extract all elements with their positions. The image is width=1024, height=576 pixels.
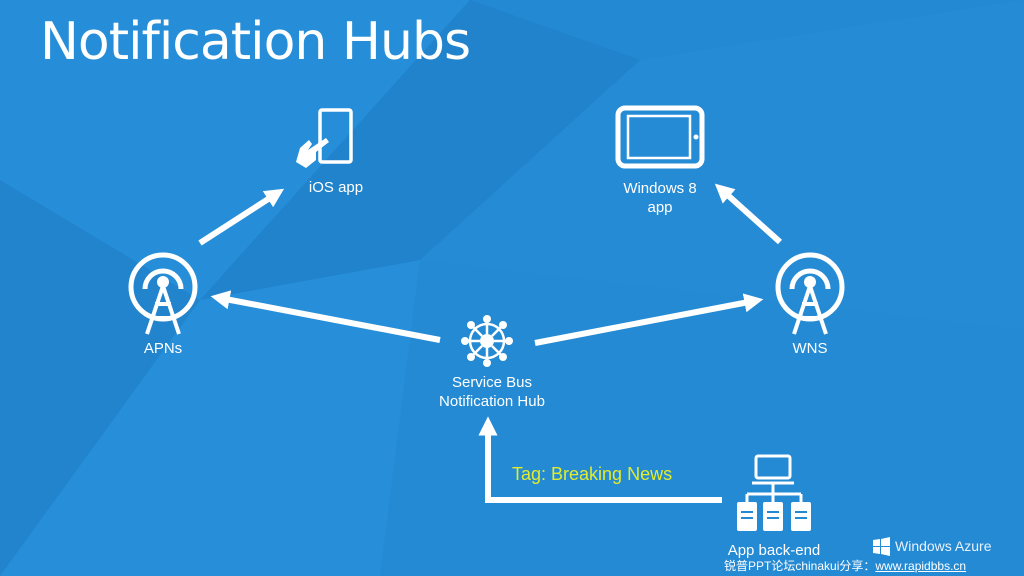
- arrow-hub-to-wns: [534, 293, 764, 346]
- wns-label: WNS: [792, 340, 828, 357]
- tablet-icon: [615, 105, 705, 169]
- arrows: [198, 183, 783, 503]
- hub-label-line2: Notification Hub: [439, 393, 545, 410]
- server-network-icon: [737, 454, 811, 531]
- windows-logo-icon: [873, 537, 890, 556]
- tag-label: Tag: Breaking News: [512, 464, 673, 484]
- backend-label: App back-end: [727, 542, 821, 559]
- win8-app-label: Windows 8 app: [600, 179, 720, 217]
- ios-app-label: iOS app: [308, 179, 364, 196]
- credit-text: 锐普PPT论坛chinakui分享：: [724, 559, 876, 573]
- brand-text: Windows Azure: [895, 538, 992, 554]
- hub-label-line1: Service Bus: [451, 374, 533, 391]
- credit-line: 锐普PPT论坛chinakui分享：www.rapidbbs.cn: [724, 557, 1020, 574]
- apns-tower-icon: [128, 252, 198, 335]
- page-title: Notification Hubs: [40, 12, 471, 72]
- arrow-backend-to-hub: [478, 416, 722, 503]
- windows-azure-brand: Windows Azure: [895, 538, 991, 554]
- arrow-hub-to-apns: [210, 290, 441, 343]
- win8-app-label-line1: Windows 8: [623, 180, 697, 197]
- wns-tower-icon: [775, 252, 845, 335]
- arrow-apns-to-ios: [198, 188, 285, 246]
- credit-link[interactable]: www.rapidbbs.cn: [875, 559, 967, 573]
- touch-phone-icon: [296, 108, 353, 168]
- arrow-wns-to-win8: [714, 183, 783, 245]
- win8-app-label-line2: app: [647, 199, 673, 216]
- hub-label: Service Bus Notification Hub: [410, 373, 574, 411]
- apns-label: APNs: [143, 340, 183, 357]
- hub-network-icon: [461, 315, 513, 367]
